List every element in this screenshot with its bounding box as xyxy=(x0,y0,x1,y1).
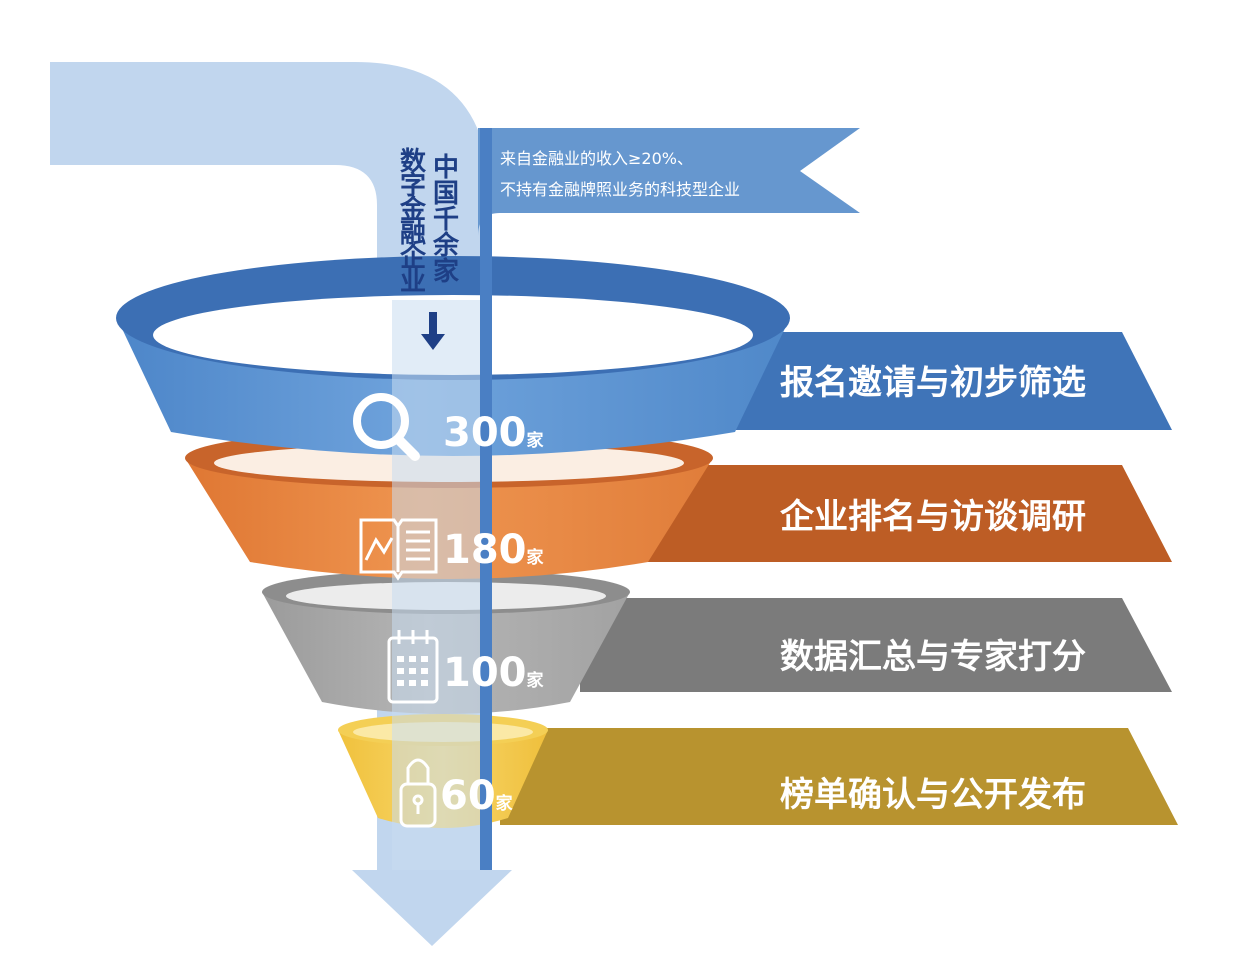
down-arrow-icon xyxy=(421,312,445,350)
criteria-flag: 来自金融业的收入≥20%、 不持有金融牌照业务的科技型企业 xyxy=(478,128,860,255)
criteria-line-1: 来自金融业的收入≥20%、 xyxy=(500,149,693,168)
open-book-icon xyxy=(359,518,438,581)
count-1: 300家 xyxy=(443,410,544,456)
stage-label-1: 报名邀请与初步筛选 xyxy=(780,363,1086,403)
stage-banner-2: 企业排名与访谈调研 xyxy=(640,465,1172,562)
stage-label-2: 企业排名与访谈调研 xyxy=(780,497,1086,537)
stage-banner-4: 榜单确认与公开发布 xyxy=(500,728,1178,825)
vertical-label-line-1-text: 中国千余家 xyxy=(432,153,460,287)
vertical-label: 中国千余家 数字金融企业 xyxy=(399,147,460,350)
stage-label-4: 榜单确认与公开发布 xyxy=(780,775,1086,815)
stage-banner-1: 报名邀请与初步筛选 xyxy=(700,332,1172,430)
lock-icon xyxy=(399,758,437,828)
search-icon xyxy=(353,393,420,461)
vertical-label-line-2: 数字金融企业 xyxy=(399,147,427,297)
count-4: 60家 xyxy=(440,773,513,819)
vertical-label-line-1: 中国千余家 xyxy=(432,153,460,287)
count-2: 180家 xyxy=(443,527,544,573)
vertical-label-line-2-text: 数字金融企业 xyxy=(399,147,427,297)
criteria-line-2: 不持有金融牌照业务的科技型企业 xyxy=(500,180,740,199)
stage-banner-3: 数据汇总与专家打分 xyxy=(580,598,1172,692)
stage-label-3: 数据汇总与专家打分 xyxy=(780,637,1086,677)
count-3: 100家 xyxy=(443,650,544,696)
calendar-icon xyxy=(387,630,439,704)
